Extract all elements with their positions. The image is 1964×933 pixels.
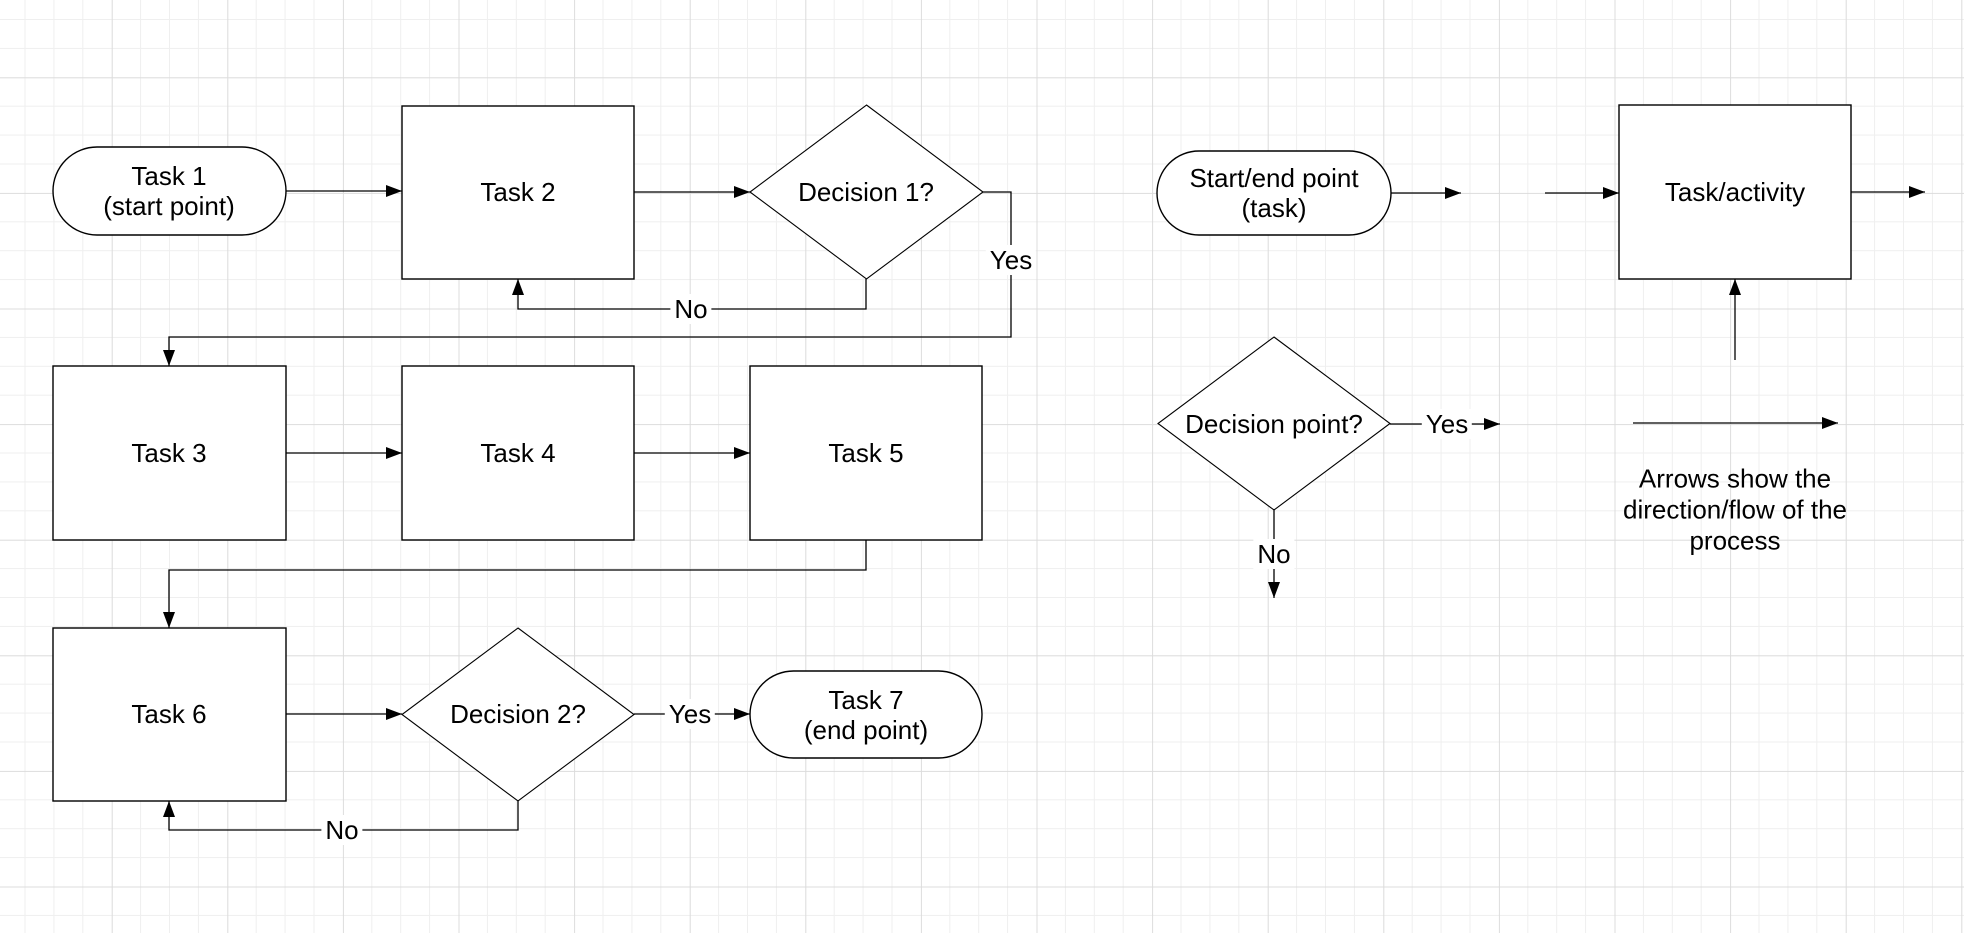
task1-terminator-shape[interactable] [52, 146, 287, 236]
decision2-diamond-shape[interactable] [401, 627, 635, 802]
decision1-diamond-shape[interactable] [749, 104, 984, 280]
task1-label[interactable]: Task 1 (start point) [103, 161, 235, 221]
legend-decision-diamond-shape[interactable] [1157, 336, 1391, 511]
task2-process-shape[interactable] [401, 105, 635, 280]
decision2-yes-edge-label[interactable]: Yes [664, 699, 716, 729]
legend-process-label[interactable]: Task/activity [1664, 177, 1806, 207]
legend-decision-yes-label[interactable]: Yes [1421, 409, 1473, 439]
legend-flow-note: Arrows show the direction/flow of the pr… [1622, 463, 1847, 556]
task3-process-shape[interactable] [52, 365, 287, 541]
legend-decision-label[interactable]: Decision point? [1185, 409, 1363, 439]
task3-label[interactable]: Task 3 [131, 438, 207, 468]
connector-task5-task6[interactable] [163, 540, 867, 628]
task7-terminator-shape[interactable] [749, 670, 983, 759]
task7-label[interactable]: Task 7 (end point) [803, 685, 929, 745]
decision2-label[interactable]: Decision 2? [450, 699, 586, 729]
connector-decision1-yes-task3[interactable] [163, 191, 1012, 366]
task6-process-shape[interactable] [52, 627, 287, 802]
decision2-no-edge-label[interactable]: No [321, 815, 363, 845]
decision1-no-edge-label[interactable]: No [670, 294, 712, 324]
legend-decision-no-label[interactable]: No [1253, 539, 1295, 569]
task4-label[interactable]: Task 4 [480, 438, 556, 468]
task2-label[interactable]: Task 2 [480, 177, 556, 207]
decision1-label[interactable]: Decision 1? [798, 177, 934, 207]
task6-label[interactable]: Task 6 [131, 699, 207, 729]
task5-process-shape[interactable] [749, 365, 983, 541]
task4-process-shape[interactable] [401, 365, 635, 541]
legend-terminator-label[interactable]: Start/end point (task) [1189, 163, 1359, 223]
legend-terminator-shape[interactable] [1156, 150, 1392, 236]
legend-process-shape[interactable] [1618, 104, 1852, 280]
task5-label[interactable]: Task 5 [828, 438, 904, 468]
decision1-yes-edge-label[interactable]: Yes [985, 245, 1037, 275]
